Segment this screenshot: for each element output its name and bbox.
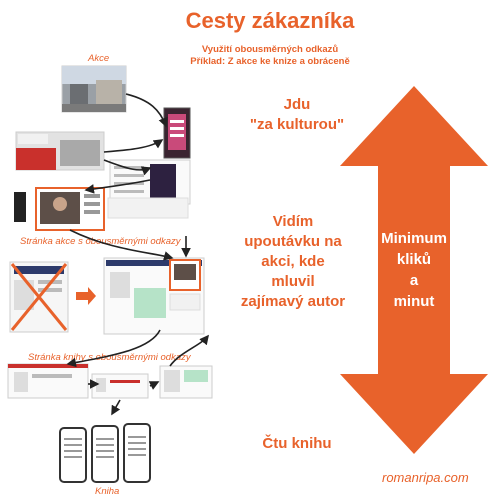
building-photo <box>15 131 105 171</box>
arrow-label-line-3: a <box>409 272 419 289</box>
footer-website: romanripa.com <box>382 470 469 485</box>
journey-diagram <box>7 65 213 483</box>
step-1-line-1: Jdu <box>283 96 311 113</box>
poster-display <box>163 107 191 159</box>
page-title: Cesty zákazníka <box>185 8 355 33</box>
ebook-phones <box>59 423 151 483</box>
flow-arrows <box>66 93 210 416</box>
step-2-line-2: upoutávku na <box>244 233 342 250</box>
subtitle-line-1: Využití obousměrných odkazů <box>201 44 339 55</box>
step-1-text: Jdu "za kulturou" <box>222 95 372 135</box>
caption-kniha: Kniha <box>95 486 120 497</box>
subtitle-line-2: Příklad: Z akce ke knize a obráceně <box>190 56 350 67</box>
street-photo <box>61 65 127 113</box>
step-1-line-2: "za kulturou" <box>249 116 345 133</box>
step-2-line-1: Vidím <box>272 213 314 230</box>
double-arrow-icon <box>340 86 488 454</box>
arrow-label: Minimum kliků a minut <box>362 228 466 312</box>
subtitle: Využití obousměrných odkazů Příklad: Z a… <box>130 44 410 68</box>
arrow-label-line-4: minut <box>393 293 435 310</box>
orange-arrow-icon <box>76 287 96 305</box>
step-3-text: Čtu knihu <box>262 435 332 452</box>
step-2-line-3: akci, kde <box>261 253 325 270</box>
caption-akce: Akce <box>88 53 110 64</box>
step-2-text: Vidím upoutávku na akci, kde mluvil zají… <box>218 212 368 312</box>
caption-book-page: Stránka knihy s obousměrnými odkazy <box>28 352 191 363</box>
improved-event-page <box>103 257 205 335</box>
arrow-label-line-2: kliků <box>396 251 432 268</box>
book-page-screens <box>7 363 213 399</box>
step-2-line-4: mluvil <box>271 273 315 290</box>
arrow-label-line-1: Minimum <box>381 230 447 247</box>
crossed-out-page <box>9 261 69 333</box>
step-2-line-5: zajímavý autor <box>240 293 346 310</box>
